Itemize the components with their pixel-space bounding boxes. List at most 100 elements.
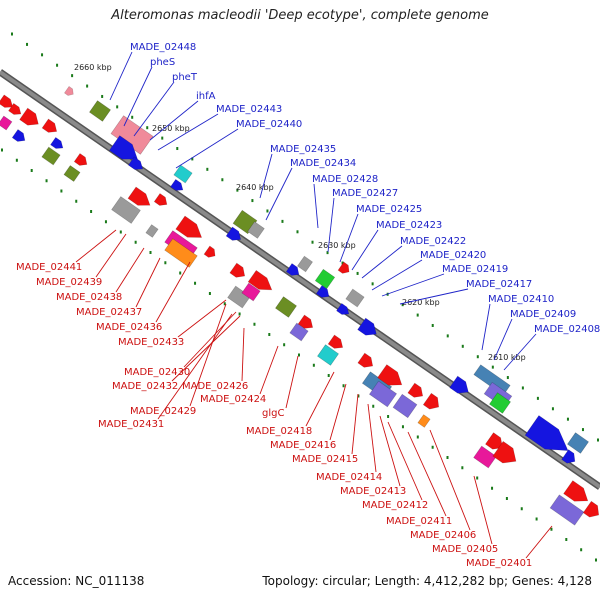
label-MADE_02409: MADE_02409: [510, 309, 576, 320]
track-tick-0-9: [146, 126, 149, 130]
leader-rev-9: [259, 345, 279, 395]
track-tick-1-28: [416, 435, 419, 439]
track-tick-1-36: [535, 517, 538, 521]
track-tick-1-32: [476, 476, 479, 480]
leader-rev-7: [171, 315, 241, 382]
track-tick-0-29: [446, 334, 449, 338]
leader-fwd-4: [157, 113, 219, 151]
label-MADE_02437: MADE_02437: [76, 307, 142, 318]
gene-feature-57: [567, 432, 589, 454]
leader-rev-12: [285, 355, 299, 409]
track-tick-0-21: [326, 251, 329, 255]
gene-feature-38: [337, 261, 350, 274]
label-MADE_02425: MADE_02425: [356, 204, 422, 215]
leader-fwd-17: [493, 318, 513, 361]
track-tick-1-2: [30, 169, 33, 172]
gene-feature-3: [19, 107, 39, 126]
label-MADE_02426: MADE_02426: [182, 381, 248, 392]
track-tick-0-16: [251, 199, 254, 203]
gene-feature-51: [417, 414, 431, 428]
gene-feature-26: [247, 221, 265, 239]
gene-feature-2: [0, 115, 13, 131]
scale-label-4: 2620 kbp: [402, 298, 440, 307]
gene-feature-56: [524, 415, 569, 451]
leader-rev-16: [367, 403, 377, 473]
leader-fwd-9: [327, 197, 335, 253]
map-title: Alteromonas macleodii 'Deep ecotype', co…: [111, 8, 489, 23]
track-tick-0-15: [236, 188, 239, 192]
backbone: [0, 70, 600, 489]
label-MADE_02430: MADE_02430: [124, 367, 190, 378]
leader-fwd-14: [381, 273, 445, 297]
leader-fwd-10: [339, 213, 359, 263]
track-tick-0-3: [56, 63, 59, 67]
track-tick-1-7: [104, 220, 107, 224]
track-tick-1-40: [595, 558, 597, 562]
label-pheT: pheT: [172, 72, 198, 83]
track-tick-0-28: [431, 323, 434, 327]
scale-label-2: 2640 kbp: [236, 183, 274, 192]
gene-feature-10: [89, 100, 111, 122]
track-tick-0-1: [26, 42, 29, 46]
label-MADE_02428: MADE_02428: [312, 174, 378, 185]
label-MADE_02424: MADE_02424: [200, 394, 266, 405]
track-tick-0-32: [491, 365, 494, 369]
track-tick-1-11: [164, 261, 167, 265]
leader-rev-14: [329, 383, 347, 441]
gene-feature-52: [449, 375, 469, 394]
track-tick-1-5: [75, 199, 78, 203]
label-glgC: glgC: [262, 408, 284, 419]
track-tick-1-17: [253, 322, 256, 326]
label-MADE_02422: MADE_02422: [400, 236, 466, 247]
leader-fwd-3: [149, 100, 199, 141]
gene-feature-14: [173, 164, 193, 184]
gene-feature-12: [108, 135, 138, 160]
label-MADE_02427: MADE_02427: [332, 188, 398, 199]
label-MADE_02443: MADE_02443: [216, 104, 282, 115]
leader-fwd-0: [109, 51, 133, 101]
leader-fwd-11: [351, 229, 379, 271]
leader-rev-13: [305, 371, 335, 427]
gene-feature-60: [473, 445, 497, 469]
track-tick-1-26: [387, 415, 390, 418]
label-MADE_02401: MADE_02401: [466, 558, 532, 569]
track-tick-0-24: [371, 282, 374, 286]
gene-feature-39: [345, 288, 365, 308]
track-tick-1-13: [194, 281, 197, 285]
leader-rev-20: [429, 429, 471, 531]
track-tick-0-36: [551, 407, 554, 411]
track-tick-0-18: [281, 219, 284, 223]
label-MADE_02435: MADE_02435: [270, 144, 336, 155]
track-tick-0-30: [461, 344, 464, 348]
leader-rev-1: [95, 233, 127, 278]
track-tick-1-1: [15, 158, 18, 162]
label-MADE_02414: MADE_02414: [316, 472, 382, 483]
label-MADE_02405: MADE_02405: [432, 544, 498, 555]
track-tick-1-39: [580, 548, 583, 552]
gene-feature-22: [175, 215, 203, 238]
track-tick-1-15: [223, 302, 226, 306]
gene-feature-9: [73, 153, 88, 166]
track-tick-0-39: [597, 438, 599, 442]
gene-feature-25: [225, 226, 242, 241]
track-tick-1-34: [505, 497, 508, 500]
gene-feature-8: [63, 165, 81, 182]
leader-rev-11: [157, 313, 233, 420]
track-tick-1-16: [238, 312, 241, 316]
label-MADE_02410: MADE_02410: [488, 294, 554, 305]
gene-feature-15: [170, 178, 184, 191]
track-tick-1-35: [520, 507, 523, 511]
leader-fwd-18: [503, 333, 537, 371]
track-tick-0-11: [176, 147, 179, 151]
track-tick-0-12: [191, 157, 194, 161]
leader-fwd-7: [265, 167, 293, 221]
track-tick-1-38: [565, 538, 568, 541]
label-ihfA: ihfA: [196, 91, 216, 102]
gene-feature-21: [164, 238, 198, 268]
track-tick-1-6: [90, 210, 93, 213]
track-tick-1-12: [179, 271, 182, 275]
track-tick-1-3: [45, 179, 48, 183]
track-tick-0-2: [41, 53, 44, 57]
track-tick-0-0: [11, 32, 13, 36]
leader-rev-4: [155, 261, 191, 323]
